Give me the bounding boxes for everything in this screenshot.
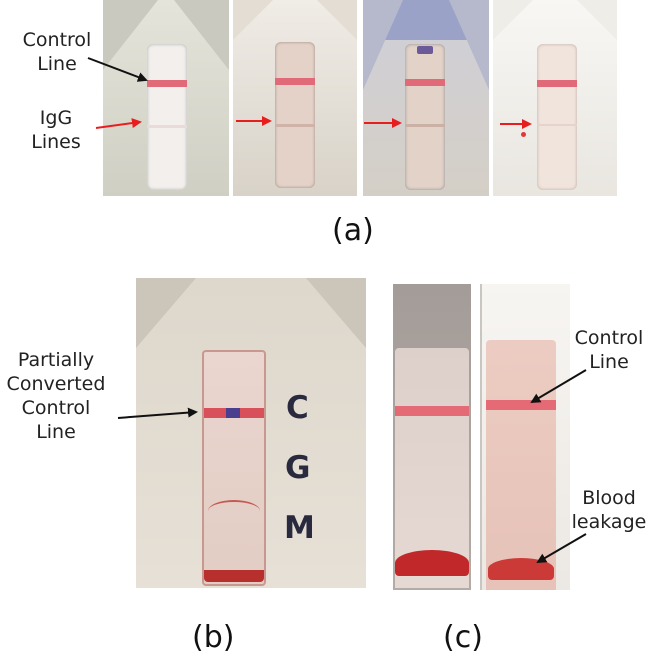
test-strip: [202, 350, 266, 586]
igg-line: [537, 124, 577, 126]
test-strip: [147, 44, 187, 190]
caption-a: (a): [332, 213, 374, 248]
igg-line: [147, 125, 187, 128]
photo-a2: [233, 0, 357, 196]
cassette-letter-m: M: [284, 510, 315, 546]
photo-b: C G M: [136, 278, 366, 588]
label-control-line: Control Line: [22, 29, 92, 75]
test-strip: [395, 348, 469, 588]
control-line: [275, 78, 315, 85]
control-line: [405, 79, 445, 86]
label-partially-converted: Partially Converted Control Line: [6, 349, 106, 443]
control-line: [395, 406, 469, 416]
converted-spot: [226, 408, 240, 418]
label-control-line-c: Control Line: [574, 327, 644, 373]
test-strip: [275, 42, 315, 188]
label-igg-lines: IgG Lines: [31, 107, 81, 153]
control-line: [537, 80, 577, 87]
photo-c2: [480, 284, 570, 590]
arrow-partially-converted: [117, 407, 198, 419]
test-strip: [405, 44, 445, 190]
test-strip: [486, 340, 556, 590]
blood-pool: [395, 550, 469, 576]
control-line: [486, 400, 556, 410]
caption-b: (b): [192, 620, 235, 655]
arrow-control-line-c: [530, 369, 587, 404]
photo-a3: [363, 0, 489, 196]
control-line: [147, 80, 187, 87]
igg-line: [405, 124, 445, 127]
arrow-blood-leakage: [536, 533, 587, 564]
caption-c: (c): [443, 620, 483, 655]
blood-pool: [204, 570, 264, 582]
photo-a1: [103, 0, 229, 196]
photo-a4: [493, 0, 617, 196]
cassette-letter-g: G: [285, 450, 311, 486]
arrow-igg-a1: [95, 118, 142, 129]
cassette-letter-c: C: [286, 390, 309, 426]
label-blood-leakage: Blood leakage: [571, 487, 647, 533]
photo-c1: [393, 284, 471, 590]
blood-dot: [521, 132, 526, 137]
arrow-control-line: [87, 57, 148, 82]
test-strip: [537, 44, 577, 190]
blood-pool: [488, 558, 554, 580]
igg-line: [275, 124, 315, 127]
